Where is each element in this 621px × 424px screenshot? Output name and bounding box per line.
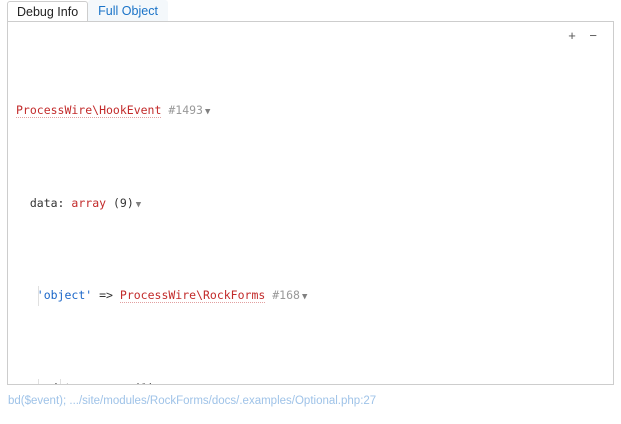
zoom-out-button[interactable]: − — [589, 28, 598, 43]
dump-tree: ProcessWire\HookEvent #1493▼ data: array… — [8, 22, 613, 384]
object-id: #168 — [272, 288, 300, 303]
root-class-name[interactable]: ProcessWire\HookEvent — [16, 103, 162, 119]
data-toggle-icon[interactable]: ▼ — [135, 199, 142, 210]
object-data-count: (1) — [134, 381, 155, 384]
dump-row-data: data: array (9)▼ — [16, 194, 605, 214]
tab-bar: Debug Info Full Object — [0, 0, 621, 22]
object-data-type: array — [92, 381, 127, 384]
dump-row-object-data: data: array (1) … — [16, 378, 605, 384]
object-data-ellipsis[interactable]: … — [161, 381, 168, 384]
dump-row-object: 'object' => ProcessWire\RockForms #168▼ — [16, 286, 605, 307]
dump-panel: + − ProcessWire\HookEvent #1493▼ data: a… — [7, 21, 614, 385]
key-object[interactable]: 'object' — [36, 288, 93, 303]
data-label: data: — [29, 195, 65, 210]
tab-debug-info[interactable]: Debug Info — [7, 1, 89, 22]
data-count: (9) — [112, 195, 134, 210]
zoom-controls: + − — [564, 28, 602, 43]
dump-row-root: ProcessWire\HookEvent #1493▼ — [16, 101, 605, 121]
tab-full-object[interactable]: Full Object — [88, 0, 168, 22]
object-toggle-icon[interactable]: ▼ — [301, 292, 308, 303]
object-class-name[interactable]: ProcessWire\RockForms — [119, 288, 266, 304]
object-data-label: data: — [51, 381, 86, 384]
arrow: => — [99, 288, 113, 303]
dump-source-link[interactable]: bd($event); .../site/modules/RockForms/d… — [8, 395, 377, 407]
data-type: array — [71, 195, 107, 210]
zoom-in-button[interactable]: + — [568, 28, 577, 43]
root-object-id: #1493 — [168, 103, 203, 118]
root-toggle-icon[interactable]: ▼ — [204, 107, 211, 118]
